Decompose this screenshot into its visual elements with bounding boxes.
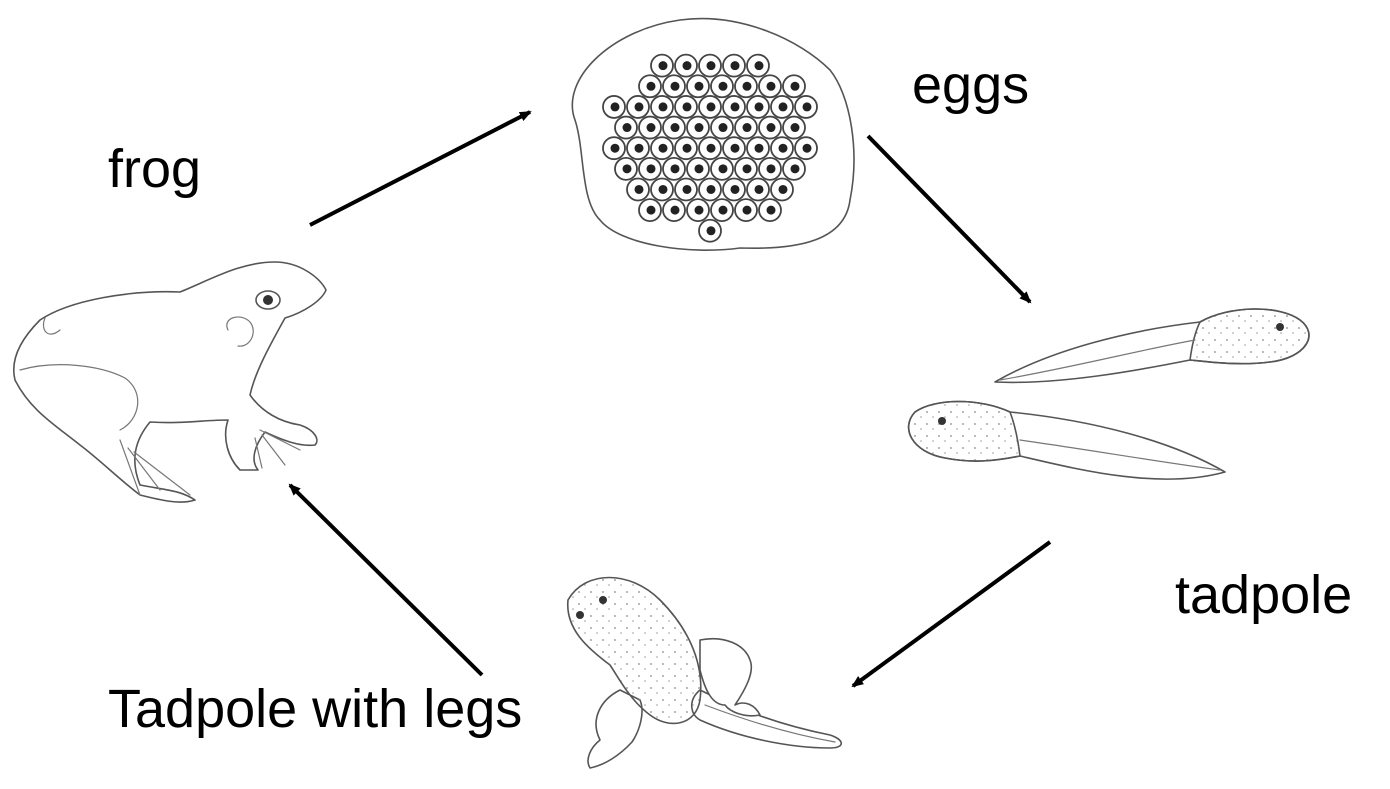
egg-yolk: [755, 61, 764, 70]
egg-yolk: [611, 144, 620, 153]
egg-yolk: [707, 102, 716, 111]
tadpole-with-legs-icon: [568, 578, 841, 769]
egg-yolk: [719, 123, 728, 132]
egg-yolk: [647, 206, 656, 215]
egg-yolk: [743, 82, 752, 91]
egg-yolk: [779, 185, 788, 194]
egg-yolk: [779, 102, 788, 111]
egg-yolk: [647, 82, 656, 91]
egg-yolk: [755, 102, 764, 111]
egg-yolk: [743, 164, 752, 173]
egg-yolk: [683, 185, 692, 194]
egg-yolk: [743, 123, 752, 132]
egg-mass-icon: [572, 19, 854, 251]
egg-yolk: [719, 82, 728, 91]
egg-yolk: [647, 164, 656, 173]
egg-yolk: [731, 61, 740, 70]
egg-yolk: [767, 82, 776, 91]
egg-yolk: [731, 102, 740, 111]
egg-yolk: [635, 102, 644, 111]
egg-yolk: [707, 226, 716, 235]
egg-yolk: [779, 144, 788, 153]
egg-yolk: [707, 61, 716, 70]
frog-icon: [14, 262, 326, 502]
egg-yolk: [647, 123, 656, 132]
egg-yolk: [767, 123, 776, 132]
egg-yolk: [803, 144, 812, 153]
egg-yolk: [671, 206, 680, 215]
egg-yolk: [683, 102, 692, 111]
egg-yolk: [707, 185, 716, 194]
egg-yolk: [695, 206, 704, 215]
egg-yolk: [659, 102, 668, 111]
egg-yolk: [695, 164, 704, 173]
egg-yolk: [803, 102, 812, 111]
egg-yolk: [671, 82, 680, 91]
egg-yolk: [719, 206, 728, 215]
egg-yolk: [635, 185, 644, 194]
tadpole-icon: [909, 309, 1309, 479]
cycle-arrow-frog-to-eggs: [310, 112, 530, 225]
egg-yolk: [719, 164, 728, 173]
egg-yolk: [671, 164, 680, 173]
egg-yolk: [623, 123, 632, 132]
egg-yolk: [659, 185, 668, 194]
egg-yolk: [767, 206, 776, 215]
egg-yolk: [791, 123, 800, 132]
egg-yolk: [791, 164, 800, 173]
egg-yolk: [611, 102, 620, 111]
egg-yolk: [695, 82, 704, 91]
egg-yolk: [671, 123, 680, 132]
egg-yolk: [659, 61, 668, 70]
cycle-arrow-eggs-to-tadpole: [868, 136, 1030, 302]
cycle-arrow-tadpole-to-legs: [853, 542, 1050, 686]
cycle-arrow-legs-to-frog: [290, 485, 482, 675]
egg-yolk: [695, 123, 704, 132]
egg-yolk: [743, 206, 752, 215]
egg-yolk: [731, 185, 740, 194]
egg-yolk: [623, 164, 632, 173]
egg-yolk: [659, 144, 668, 153]
egg-yolk: [755, 185, 764, 194]
egg-yolk: [755, 144, 764, 153]
egg-yolk: [683, 144, 692, 153]
egg-yolk: [731, 144, 740, 153]
egg-yolk: [683, 61, 692, 70]
egg-yolk: [707, 144, 716, 153]
egg-yolk: [791, 82, 800, 91]
egg-yolk: [767, 164, 776, 173]
egg-yolk: [635, 144, 644, 153]
